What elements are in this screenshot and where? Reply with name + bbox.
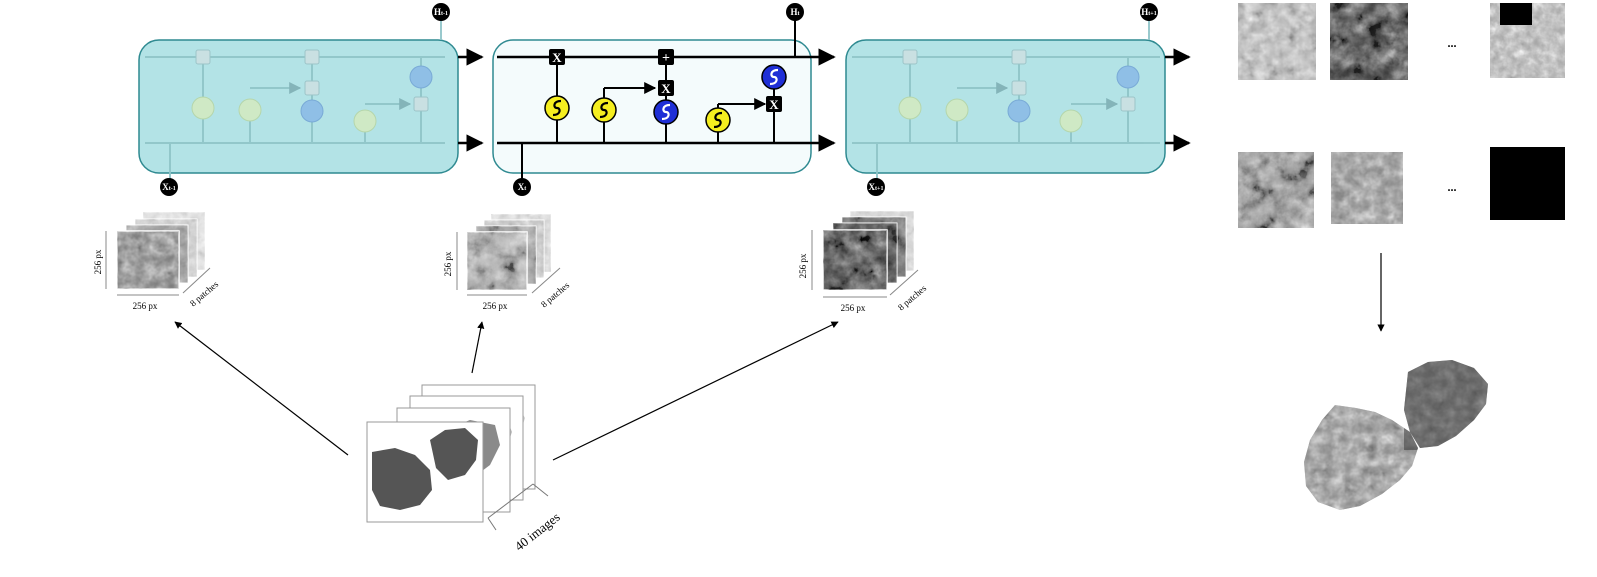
stack3-width-label: 256 px [841,303,866,313]
cell2-input-label: X [518,182,525,192]
stack2-height-label: 256 px [443,251,453,276]
cell2-input-sub: t [524,186,526,192]
svg-text:Ht: Ht [790,7,799,17]
svg-text:Xt-1: Xt-1 [162,182,176,192]
lstm-cell-prev: Ht-1 Xt-1 [138,3,484,196]
forget-gate-multiply: X [549,49,565,65]
cell1-input-label: X [162,182,169,192]
svg-text:X: X [552,50,562,65]
cell2-output-sub: t [798,11,800,17]
lstm-cell-next: Ht+1 Xt+1 [845,3,1191,196]
svg-text:X: X [661,81,671,96]
cell-add: + [658,49,674,66]
stack2-width-label: 256 px [483,301,508,311]
candidate-tanh [653,99,679,125]
cell2-output-label: H [790,7,797,17]
reconstructed-map [1304,360,1488,510]
stack1-depth-label: 8 patches [188,279,221,309]
output-gate-multiply: X [766,96,782,112]
svg-text:Xt: Xt [518,182,527,192]
cell1-output-sub: t-1 [441,11,448,17]
lstm-cell-current: X + X X [492,3,836,196]
cell3-output-sub: t+1 [1148,11,1156,17]
output-gate-sigmoid [705,107,731,133]
svg-text:Ht+1: Ht+1 [1141,7,1156,17]
cell3-input-label: X [869,182,876,192]
input-image-stack: 40 images [174,321,839,554]
cell3-output-label: H [1141,7,1148,17]
stack2-depth-label: 8 patches [539,280,572,310]
stack3-depth-label: 8 patches [896,283,929,313]
patch-stack-2: 256 px 256 px 8 patches [443,213,572,311]
output-row-bottom: ... [1238,147,1565,228]
stack3-height-label: 256 px [798,253,808,278]
input-gate-multiply: X [658,80,674,96]
cell-state-tanh [761,64,787,90]
svg-text:X: X [769,97,779,112]
top-row-ellipsis: ... [1448,36,1457,50]
cell3-input-sub: t+1 [875,186,883,192]
stack1-width-label: 256 px [133,301,158,311]
output-row-top: ... [1238,3,1565,80]
bottom-row-ellipsis: ... [1448,180,1457,194]
forget-gate-sigmoid [544,95,570,121]
cell1-input-sub: t-1 [169,186,176,192]
cell1-output-label: H [434,7,441,17]
svg-text:Xt+1: Xt+1 [869,182,884,192]
svg-text:+: + [662,51,670,66]
image-count-label: 40 images [512,509,563,553]
input-gate-sigmoid [591,97,617,123]
svg-text:Ht-1: Ht-1 [434,7,448,17]
patch-stack-3: 256 px 256 px 8 patches [798,210,929,313]
stack1-height-label: 256 px [93,249,103,274]
patch-stack-1: 256 px 256 px 8 patches [93,211,221,311]
